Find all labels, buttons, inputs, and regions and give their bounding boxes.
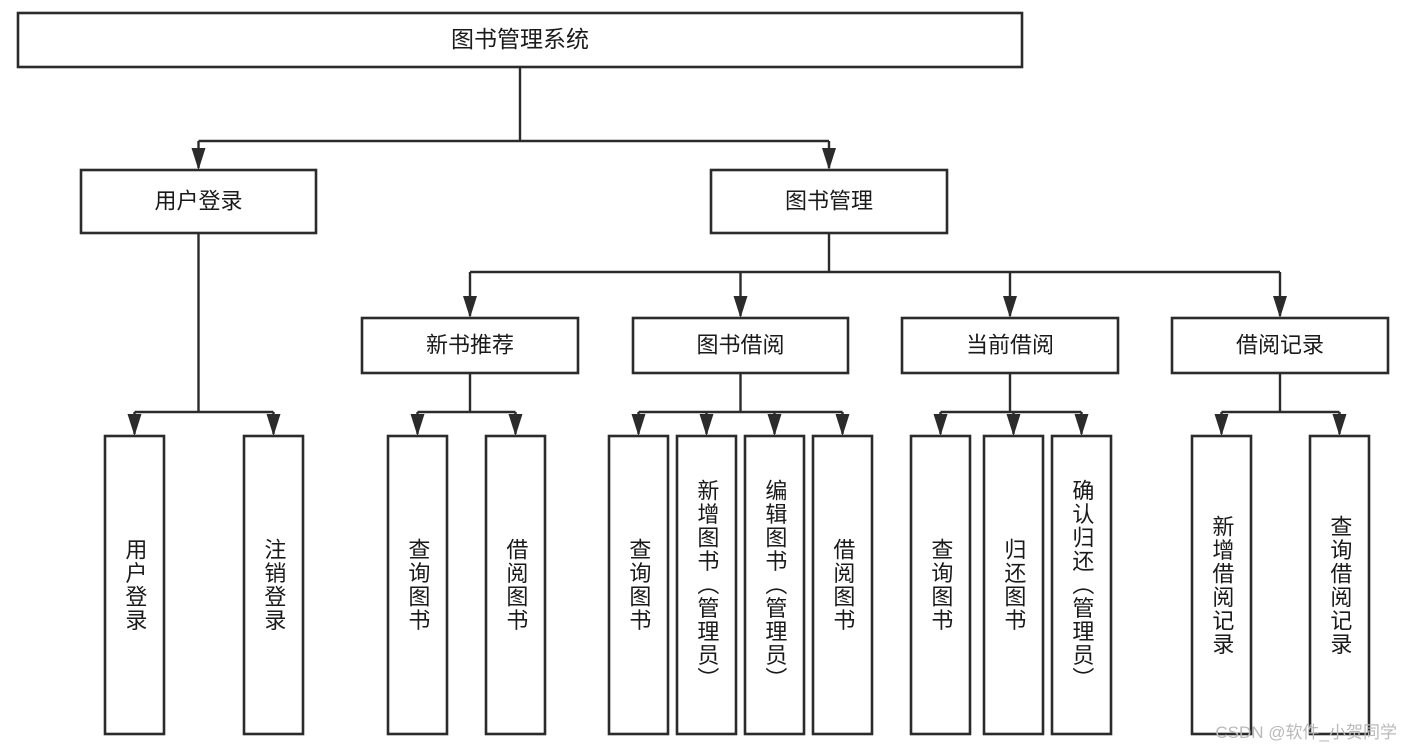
node-label-level2-1: 图书管理 [785, 188, 873, 213]
node-label-level3-1: 图书借阅 [696, 332, 784, 357]
node-box-level3-1[interactable] [631, 316, 850, 375]
node-box-leaf-2[interactable] [386, 434, 449, 736]
arrow-head-leaf-2-2 [767, 414, 782, 436]
arrow-head-leaf-2-3 [835, 414, 850, 436]
arrow-head-leaf-4-0 [1214, 414, 1229, 436]
node-label-level3-3: 借阅记录 [1236, 332, 1324, 357]
arrow-head-leaf-0-1 [266, 414, 281, 436]
arrow-head-level3-1 [733, 296, 748, 318]
arrow-head-leaf-0-0 [127, 414, 142, 436]
node-box-leaf-8[interactable] [909, 434, 972, 736]
node-box-leaf-9[interactable] [982, 434, 1045, 736]
arrow-head-level3-2 [1003, 296, 1017, 318]
node-box-leaf-12[interactable] [1308, 434, 1371, 736]
node-box-leaf-1[interactable] [242, 434, 305, 736]
arrow-head-leaf-2-1 [699, 414, 714, 436]
node-label-root: 图书管理系统 [451, 26, 589, 52]
arrow-head-level3-0 [463, 296, 477, 318]
arrow-head-leaf-1-1 [508, 414, 523, 436]
node-box-level2-0[interactable] [79, 168, 318, 235]
boxes-layer [16, 11, 1390, 736]
node-box-level3-0[interactable] [360, 316, 580, 375]
arrow-head-level2-1 [822, 148, 836, 170]
node-box-leaf-11[interactable] [1190, 434, 1253, 736]
arrow-head-leaf-4-1 [1332, 414, 1347, 436]
node-box-root[interactable] [16, 11, 1024, 69]
arrow-head-leaf-2-0 [631, 414, 646, 436]
node-box-leaf-0[interactable] [103, 434, 166, 736]
node-box-leaf-3[interactable] [484, 434, 547, 736]
node-box-leaf-4[interactable] [607, 434, 670, 736]
node-box-leaf-5[interactable] [675, 434, 738, 736]
node-box-leaf-10[interactable] [1050, 434, 1113, 736]
arrow-head-leaf-3-2 [1074, 414, 1089, 436]
node-box-level3-3[interactable] [1170, 316, 1390, 375]
node-box-level2-1[interactable] [709, 168, 949, 235]
node-box-level3-2[interactable] [900, 316, 1120, 375]
node-box-leaf-7[interactable] [811, 434, 874, 736]
arrow-head-leaf-1-0 [410, 414, 425, 436]
arrow-head-leaf-3-1 [1006, 414, 1021, 436]
watermark-text: CSDN @软件_小贺同学 [1215, 723, 1397, 742]
node-label-level3-2: 当前借阅 [966, 332, 1054, 357]
connectors-layer [127, 67, 1347, 436]
arrow-head-level3-3 [1273, 296, 1287, 318]
node-label-level3-0: 新书推荐 [426, 332, 514, 357]
node-box-leaf-6[interactable] [743, 434, 806, 736]
arrow-head-leaf-3-0 [933, 414, 948, 436]
node-label-level2-0: 用户登录 [154, 188, 242, 213]
arrow-head-level2-0 [191, 148, 206, 170]
